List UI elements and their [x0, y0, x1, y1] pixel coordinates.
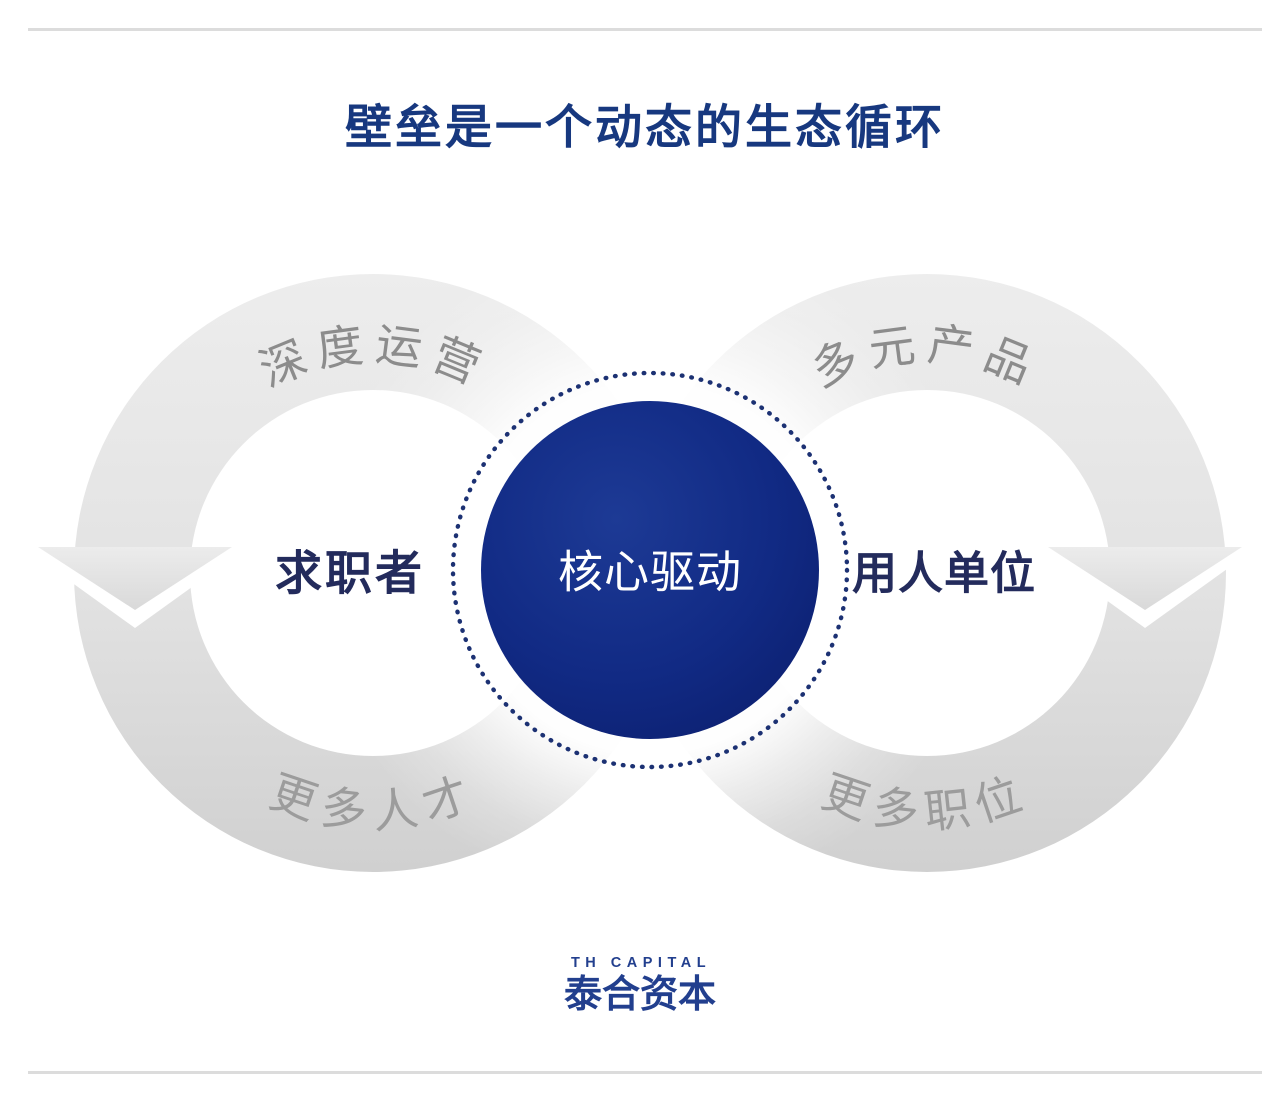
core-circle	[481, 401, 819, 739]
core-label: 核心驱动	[558, 547, 742, 598]
right-cycle-arrow-down-icon	[1048, 547, 1242, 610]
bottom-rule	[28, 1071, 1262, 1074]
dotted-ring	[450, 370, 850, 770]
brand-logo-cn: 泰合资本	[564, 974, 716, 1016]
page-title: 壁垒是一个动态的生态循环	[345, 101, 945, 154]
job-seekers-label: 求职者	[275, 547, 425, 600]
left-cycle-arrow-down-icon	[38, 547, 232, 610]
top-rule	[28, 28, 1262, 31]
brand-logo-en: TH CAPITAL	[571, 955, 711, 971]
brand-logo: TH CAPITAL 泰合资本	[564, 955, 716, 1016]
employers-label: 用人单位	[852, 548, 1036, 599]
